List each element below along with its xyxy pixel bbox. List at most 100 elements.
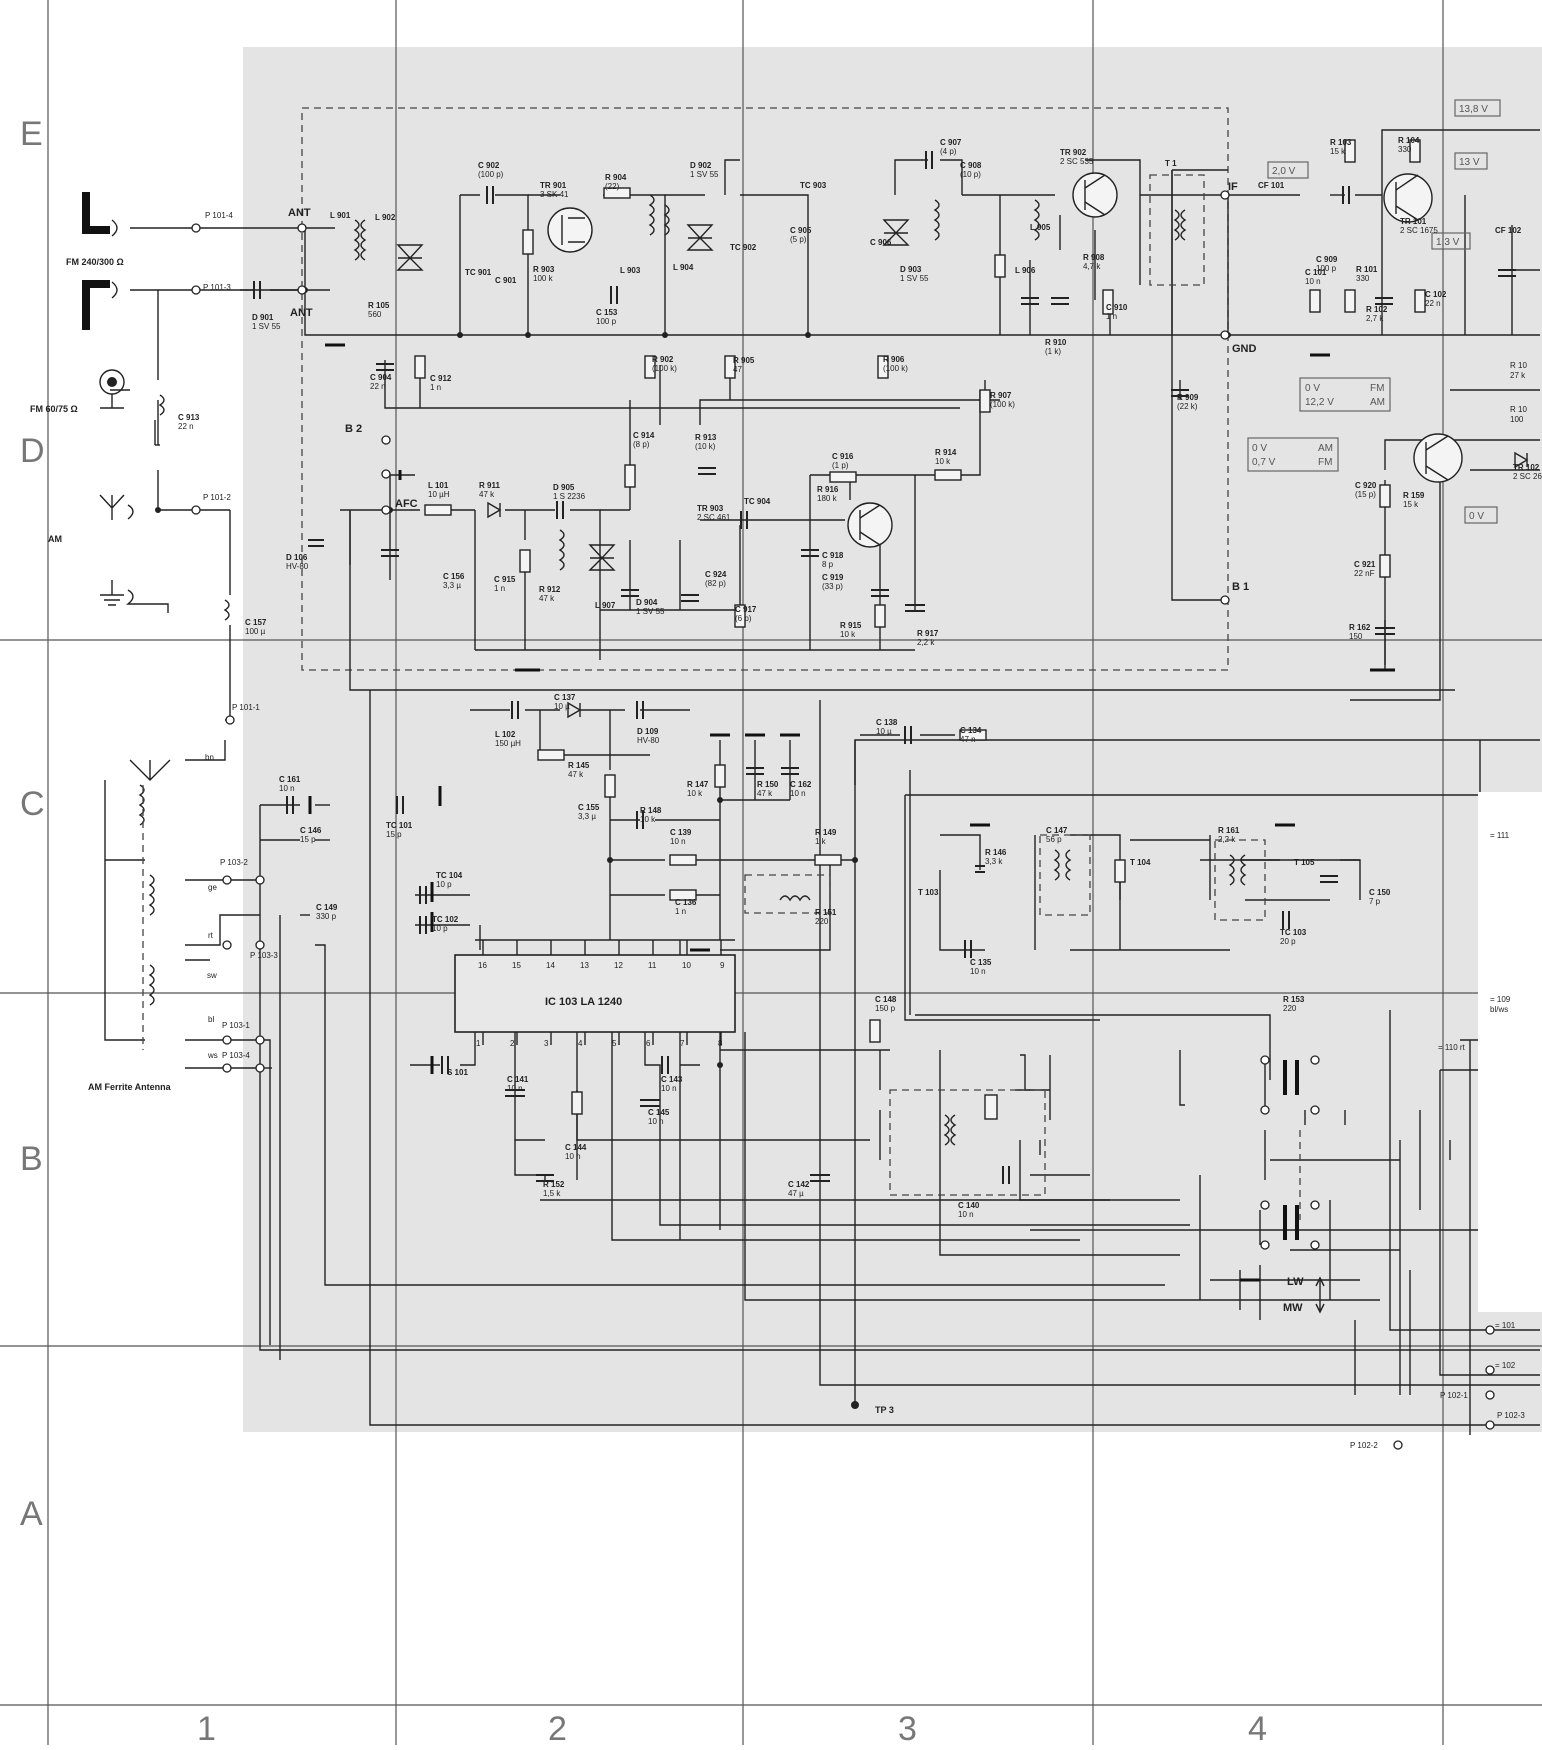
component-tr902-value: 2 SC 535: [1060, 157, 1094, 166]
component-r145-id: R 145: [568, 761, 590, 770]
ant-label-1: ANT: [288, 207, 311, 219]
component-l101-id: L 101: [428, 481, 449, 490]
component-c907-value: (4 p): [940, 147, 957, 156]
component-c908-value: (10 p): [960, 170, 981, 179]
component-c918-value: 8 p: [822, 560, 834, 569]
component-c914-value: (8 p): [633, 440, 650, 449]
tr102-symbol: [1413, 433, 1463, 483]
component-l102-value: 150 µH: [495, 739, 521, 748]
component-tr102-id: TR 102: [1513, 463, 1540, 472]
pin-p101-3: P 101-3: [203, 283, 231, 292]
svg-text:7: 7: [680, 1039, 685, 1048]
component-r905-value: 47: [733, 365, 742, 374]
component-c901-id: C 901: [495, 276, 517, 285]
component-r916-value: 180 k: [817, 494, 838, 503]
ferrite-label: AM Ferrite Antenna: [88, 1082, 172, 1092]
grid-col-2: 2: [548, 1710, 567, 1745]
component-tc902-id: TC 902: [730, 243, 757, 252]
conn-101: = 101: [1495, 1321, 1516, 1330]
component-d106-id: D 106: [286, 553, 308, 562]
switch-mw: MW: [1283, 1302, 1303, 1314]
component-s101-id: S 101: [447, 1068, 468, 1077]
voltage-13: 13 V: [1459, 157, 1480, 168]
component-r910-id: R 910: [1045, 338, 1067, 347]
voltage-13-8: 13,8 V: [1459, 104, 1488, 115]
afc-label: AFC: [395, 498, 418, 510]
component-c143-id: C 143: [661, 1075, 683, 1084]
component-c905-id: C 905: [790, 226, 812, 235]
grid-row-e: E: [20, 115, 43, 153]
component-d106-value: HV-80: [286, 562, 309, 571]
component-c910-id: C 910: [1106, 303, 1128, 312]
switch-arrow: [1315, 1276, 1325, 1314]
t104-shield: [1039, 834, 1091, 916]
component-l905-id: L 905: [1030, 223, 1051, 232]
component-tc904-id: TC 904: [744, 497, 771, 506]
component-r103-value: 15 k: [1330, 147, 1346, 156]
component-c912-value: 1 n: [430, 383, 441, 392]
voltage-am-4: FM: [1318, 457, 1332, 468]
pin-p102-2: P 102-2: [1350, 1441, 1378, 1450]
component-c142-value: 47 µ: [788, 1189, 804, 1198]
component-c904-id: C 904: [370, 373, 392, 382]
component-r159-id: R 159: [1403, 491, 1425, 500]
component-c917-id: C 917: [735, 605, 757, 614]
component-c921-value: 22 nF: [1354, 569, 1375, 578]
wire-bl: bl: [208, 1015, 214, 1024]
component-c148-id: C 148: [875, 995, 897, 1004]
wiring-afc-section: [340, 360, 1000, 660]
ic-pin-numbers: 16 15 14 13 12 11 10 9 1 2 3 4 5 6 7 8: [476, 961, 725, 1048]
svg-text:6: 6: [646, 1039, 651, 1048]
tr901-symbol: [547, 207, 593, 253]
component-tr903-id: TR 903: [697, 504, 724, 513]
component-tc103-value: 20 p: [1280, 937, 1296, 946]
grid-col-1: 1: [197, 1710, 216, 1745]
component-c156-value: 3,3 µ: [443, 581, 461, 590]
component-r909-id: R 909: [1177, 393, 1199, 402]
fm-300-label: FM 240/300 Ω: [66, 257, 124, 267]
component-c919-id: C 919: [822, 573, 844, 582]
b2-label: B 2: [345, 423, 362, 435]
component-r150-value: 47 k: [757, 789, 773, 798]
component-t103-id: T 103: [918, 888, 939, 897]
conn-110: = 110 rt: [1438, 1043, 1466, 1052]
component-t104-id: T 104: [1130, 858, 1151, 867]
component-r148-id: R 148: [640, 806, 662, 815]
component-r904-value: (22): [605, 182, 620, 191]
wire-bn: bn: [205, 753, 214, 762]
component-r915-value: 10 k: [840, 630, 856, 639]
component-r912-value: 47 k: [539, 594, 555, 603]
component-c101-value: 10 n: [1305, 277, 1321, 286]
switch-area-wiring: [1199, 1060, 1411, 1395]
component-c145-id: C 145: [648, 1108, 670, 1117]
component-c150-value: 7 p: [1369, 897, 1381, 906]
ic-103-body: [454, 954, 736, 1033]
component-c136-id: C 136: [675, 898, 697, 907]
cut-r10b: R 10: [1510, 405, 1527, 414]
component-r104-value: 330: [1398, 145, 1412, 154]
component-r152-id: R 152: [543, 1180, 565, 1189]
svg-text:1: 1: [476, 1039, 481, 1048]
voltage-fm-2: 12,2 V: [1305, 397, 1334, 408]
component-c909-id: C 909: [1316, 255, 1338, 264]
component-r909-value: (22 k): [1177, 402, 1198, 411]
component-c924-value: (82 p): [705, 579, 726, 588]
component-c139-value: 10 n: [670, 837, 686, 846]
svg-text:16: 16: [478, 961, 487, 970]
voltage-am-3: AM: [1318, 443, 1333, 454]
conn-109b: bl/ws: [1490, 1005, 1508, 1014]
component-c919-value: (33 p): [822, 582, 843, 591]
component-r906-id: R 906: [883, 355, 905, 364]
component-tc101-id: TC 101: [386, 821, 413, 830]
svg-text:8: 8: [718, 1039, 723, 1048]
component-c913-value: 22 n: [178, 422, 194, 431]
component-r915-id: R 915: [840, 621, 862, 630]
component-d904-value: 1 SV 55: [636, 607, 665, 616]
component-r917-value: 2,2 k: [917, 638, 935, 647]
voltage-2-0: 2,0 V: [1272, 166, 1296, 177]
component-c143-value: 10 n: [661, 1084, 677, 1093]
component-r105-id: R 105: [368, 301, 390, 310]
component-r145-value: 47 k: [568, 770, 584, 779]
t106-shield: [889, 1089, 1046, 1196]
